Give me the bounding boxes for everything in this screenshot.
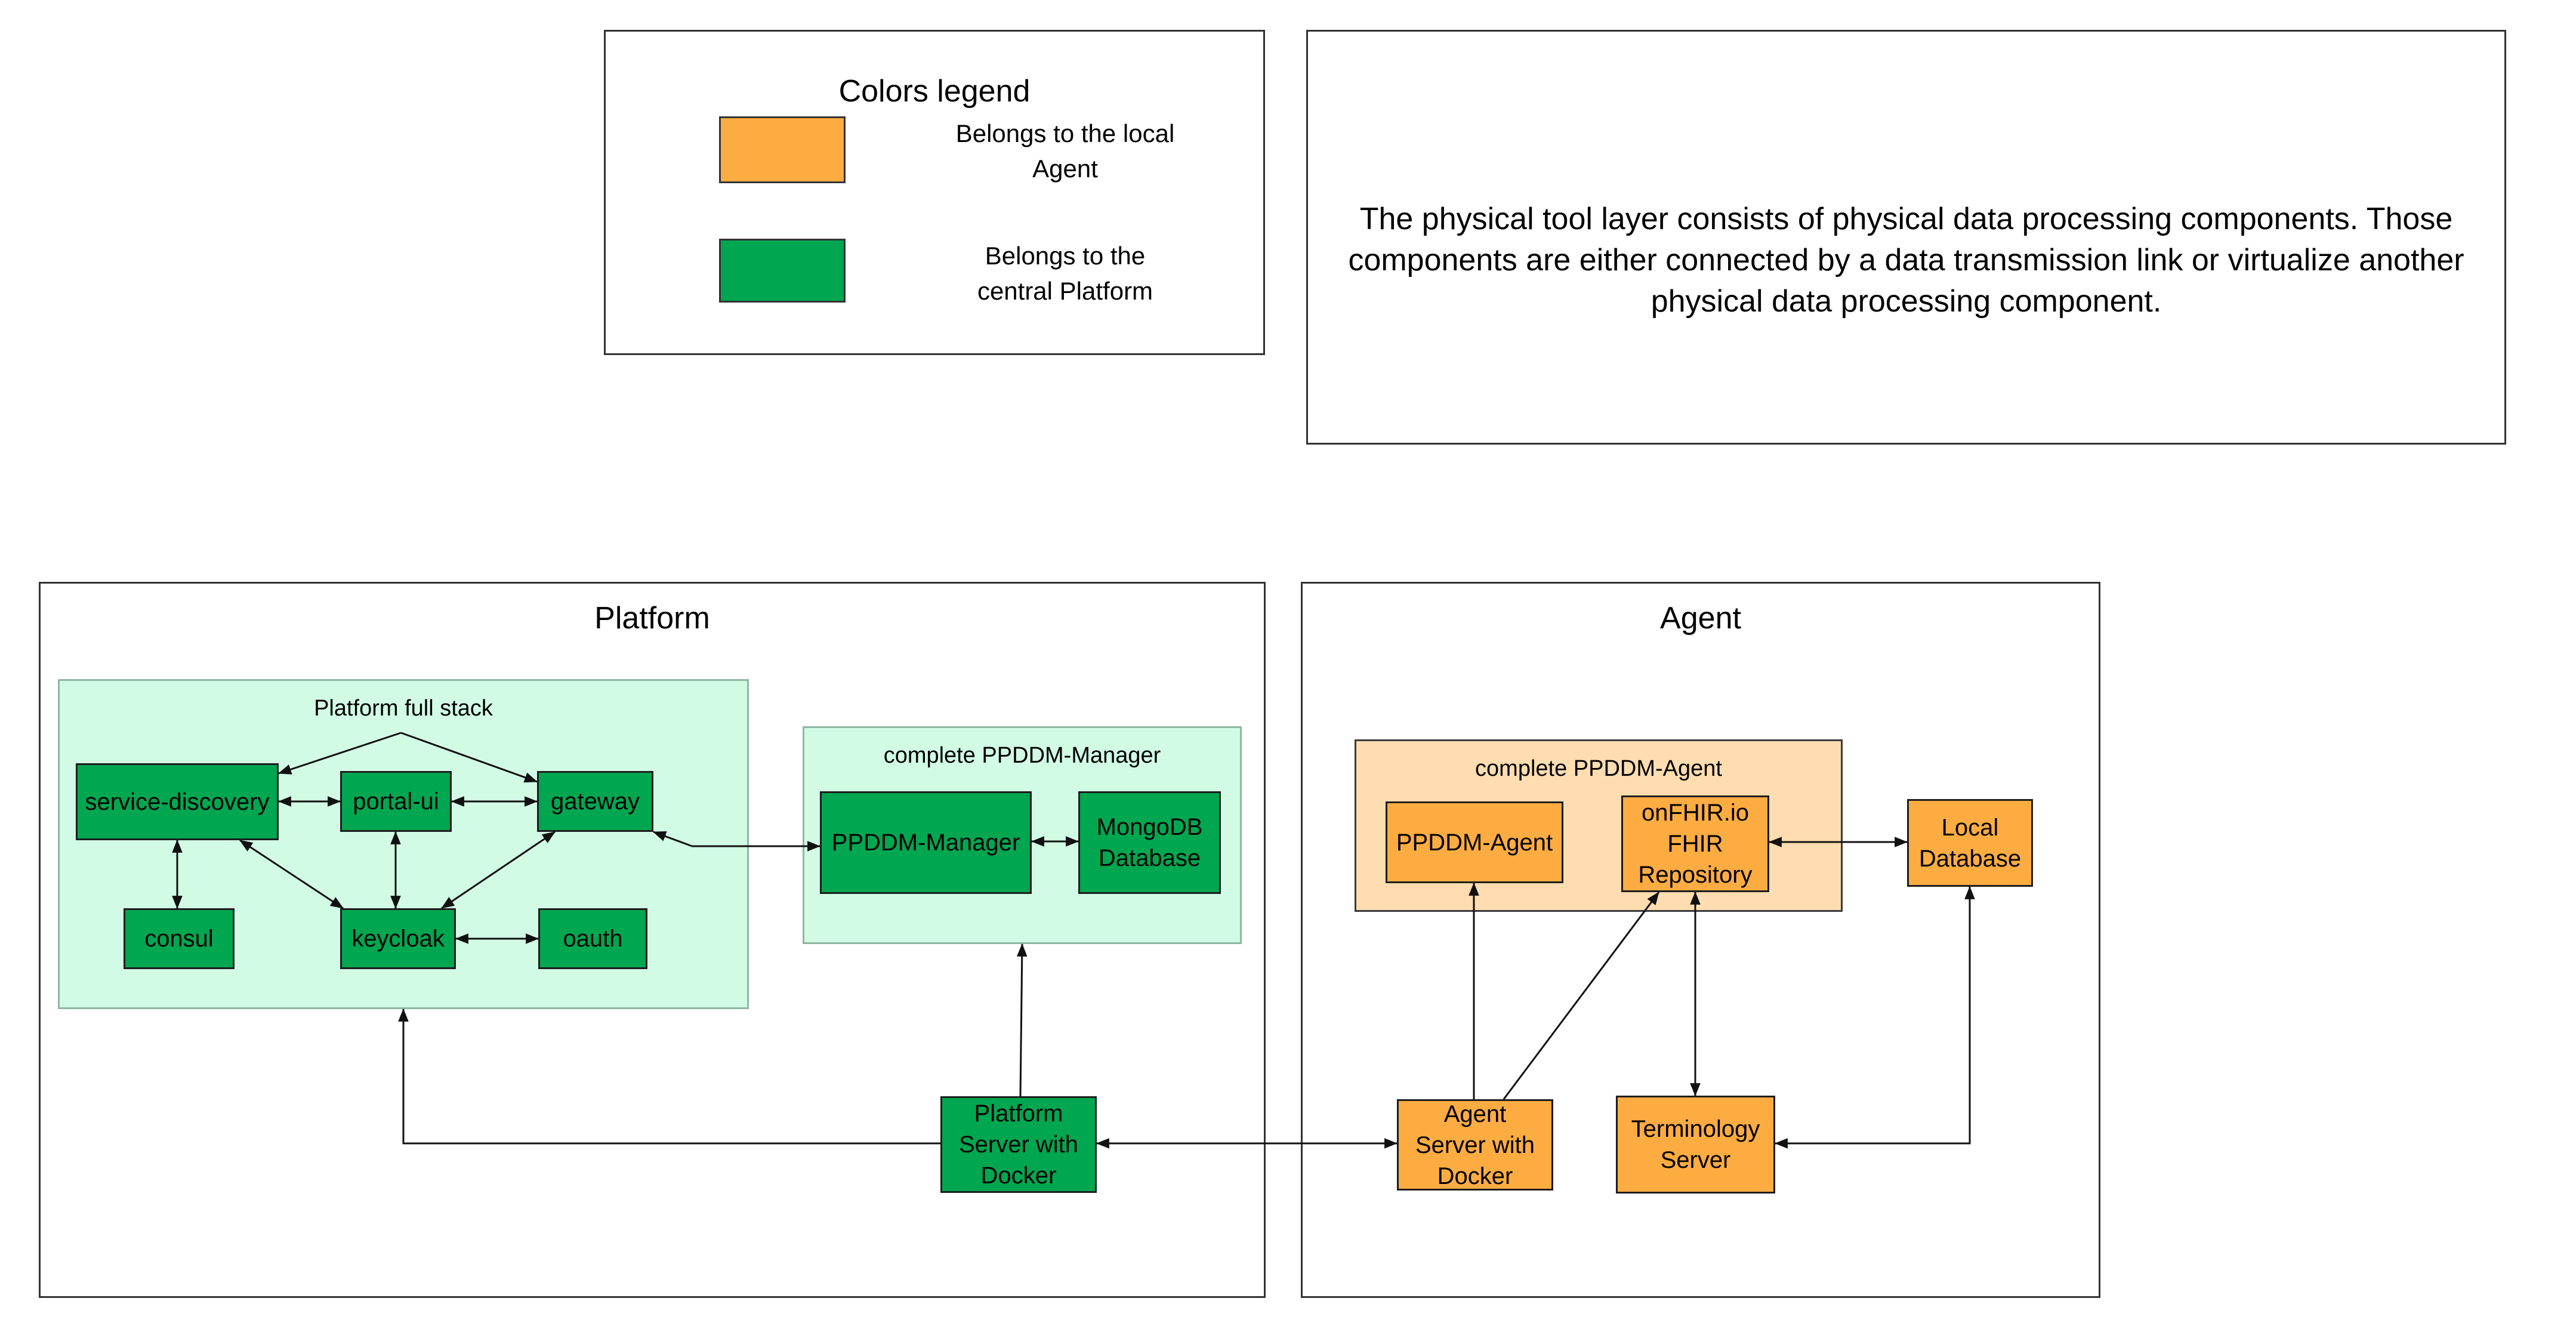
ppddm-manager-node[interactable]: PPDDM-Manager — [820, 791, 1032, 894]
consul-node[interactable]: consul — [124, 908, 235, 969]
gateway-node[interactable]: gateway — [537, 771, 653, 832]
local-database-node[interactable]: Local Database — [1907, 799, 2033, 887]
legend-label-platform: Belongs to the central Platform — [977, 242, 1153, 305]
ppddm-manager-group-title: complete PPDDM-Manager — [883, 743, 1161, 768]
legend-title: Colors legend — [838, 74, 1031, 109]
colors-legend: Colors legend Belongs to the local Agent… — [604, 30, 1265, 355]
keycloak-node[interactable]: keycloak — [340, 908, 456, 969]
agent-server-node[interactable]: Agent Server with Docker — [1397, 1099, 1553, 1191]
oauth-node[interactable]: oauth — [538, 908, 647, 969]
layer-description-box: The physical tool layer consists of phys… — [1306, 30, 2506, 445]
platform-container: Platform — [39, 582, 1266, 1298]
ppddm-agent-group-title: complete PPDDM-Agent — [1475, 756, 1722, 781]
layer-description-text: The physical tool layer consists of phys… — [1348, 202, 2464, 319]
mongodb-database-node[interactable]: MongoDB Database — [1078, 791, 1221, 894]
agent-title: Agent — [1660, 601, 1741, 636]
ppddm-agent-node[interactable]: PPDDM-Agent — [1386, 801, 1563, 883]
legend-swatch-agent — [719, 116, 846, 183]
terminology-server-node[interactable]: Terminology Server — [1616, 1096, 1775, 1194]
platform-server-node[interactable]: Platform Server with Docker — [940, 1096, 1097, 1193]
service-discovery-node[interactable]: service-discovery — [76, 763, 279, 840]
legend-label-agent: Belongs to the local Agent — [955, 119, 1175, 183]
legend-swatch-platform — [719, 239, 846, 303]
portal-ui-node[interactable]: portal-ui — [340, 771, 452, 832]
agent-container: Agent — [1301, 582, 2100, 1298]
platform-full-stack-title: Platform full stack — [314, 696, 493, 721]
platform-title: Platform — [594, 601, 710, 636]
onfhir-repository-node[interactable]: onFHIR.io FHIR Repository — [1621, 795, 1769, 892]
